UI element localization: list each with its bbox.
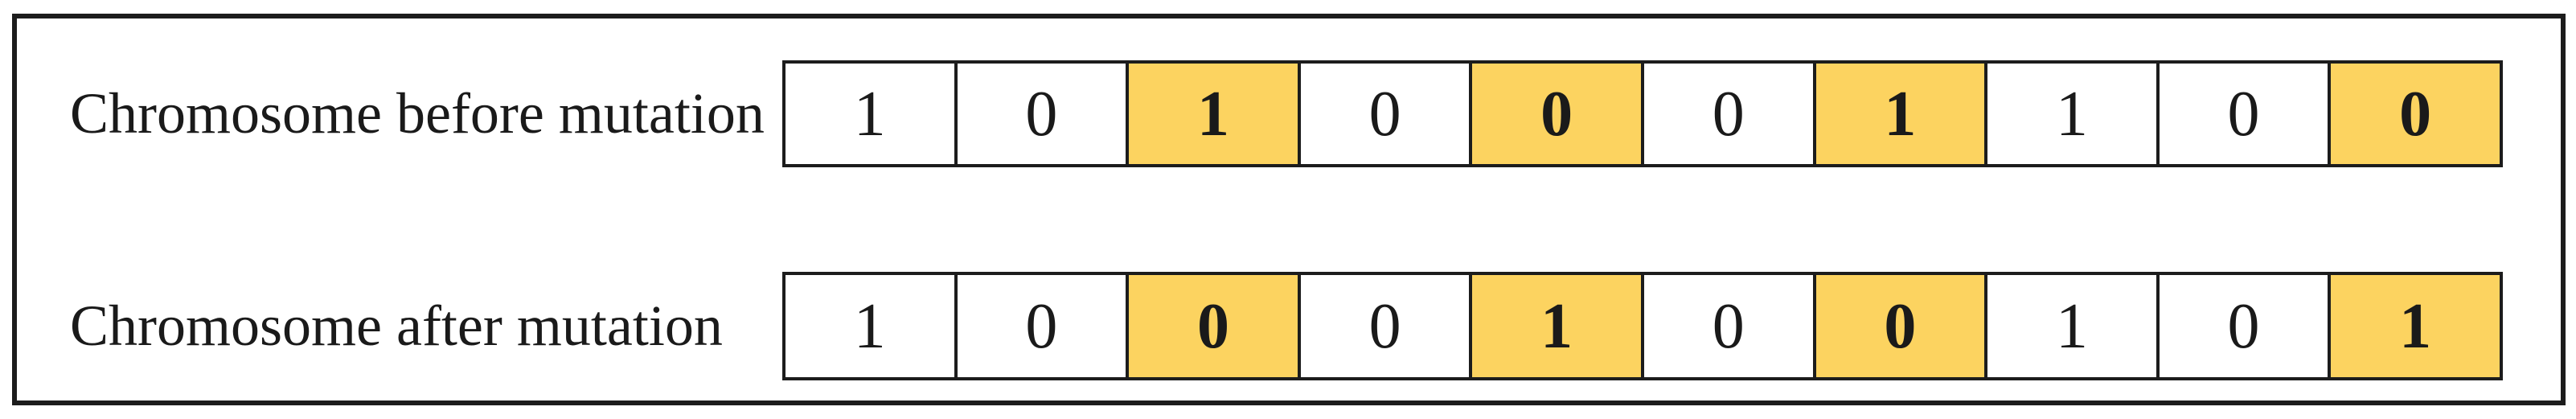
gene-cell: 1 bbox=[782, 272, 958, 380]
gene-cell: 1 bbox=[1987, 272, 2160, 380]
gene-cell-mutation-point: 0 bbox=[2331, 60, 2503, 167]
gene-cell-mutation-point: 0 bbox=[1472, 60, 1644, 167]
gene-cell: 0 bbox=[2159, 272, 2332, 380]
chromosome-before-row: 1 0 1 0 0 0 1 1 0 0 bbox=[782, 60, 2503, 167]
gene-cell: 0 bbox=[957, 272, 1130, 380]
gene-cell: 0 bbox=[2159, 60, 2332, 167]
label-chromosome-after: Chromosome after mutation bbox=[70, 294, 723, 358]
gene-cell-mutation-point: 0 bbox=[1815, 272, 1988, 380]
gene-cell: 1 bbox=[1987, 60, 2160, 167]
gene-cell: 0 bbox=[1300, 60, 1473, 167]
gene-cell-mutation-point: 0 bbox=[1129, 272, 1301, 380]
gene-cell: 0 bbox=[957, 60, 1130, 167]
gene-cell-mutation-point: 1 bbox=[2331, 272, 2503, 380]
gene-cell: 0 bbox=[1300, 272, 1473, 380]
gene-cell-mutation-point: 1 bbox=[1129, 60, 1301, 167]
gene-cell: 0 bbox=[1643, 272, 1816, 380]
chromosome-after-row: 1 0 0 0 1 0 0 1 0 1 bbox=[782, 272, 2503, 380]
gene-cell: 0 bbox=[1643, 60, 1816, 167]
label-chromosome-before: Chromosome before mutation bbox=[70, 81, 765, 146]
figure-frame: Chromosome before mutation 1 0 1 0 0 0 1… bbox=[12, 14, 2566, 405]
gene-cell-mutation-point: 1 bbox=[1815, 60, 1988, 167]
gene-cell-mutation-point: 1 bbox=[1472, 272, 1644, 380]
gene-cell: 1 bbox=[782, 60, 958, 167]
